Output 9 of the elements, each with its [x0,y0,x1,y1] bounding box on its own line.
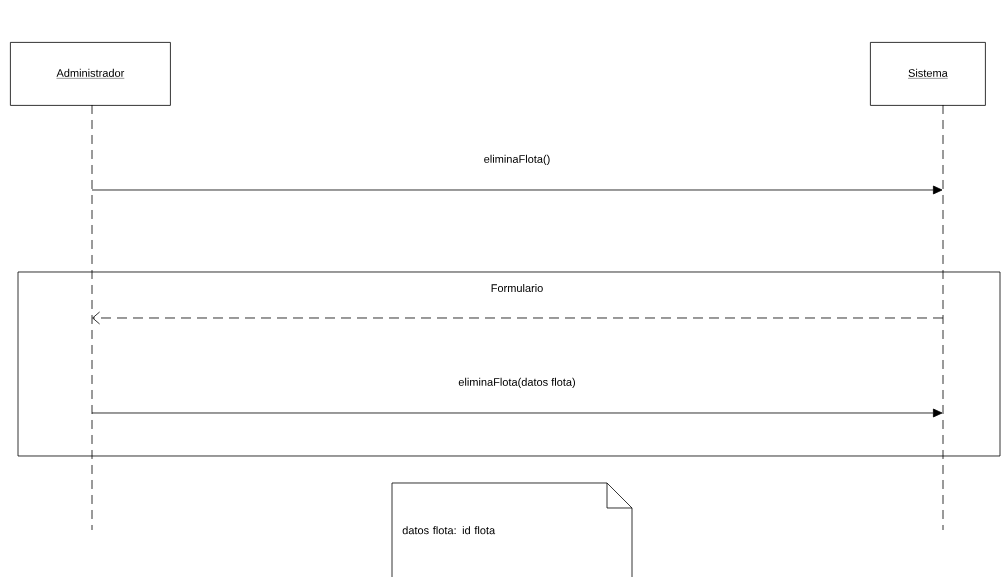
message-arrow [91,408,943,418]
message-label: Formulario [489,282,545,294]
message-arrow [91,185,943,195]
message-arrow [92,311,944,325]
lifeline-head-box: Administrador [10,42,171,106]
message-label: eliminaFlota() [482,153,552,167]
message-label: eliminaFlota(datos flota) [457,376,577,390]
lifeline-head-box: Sistema [870,42,986,106]
note: datos flota: id flota [391,482,633,577]
